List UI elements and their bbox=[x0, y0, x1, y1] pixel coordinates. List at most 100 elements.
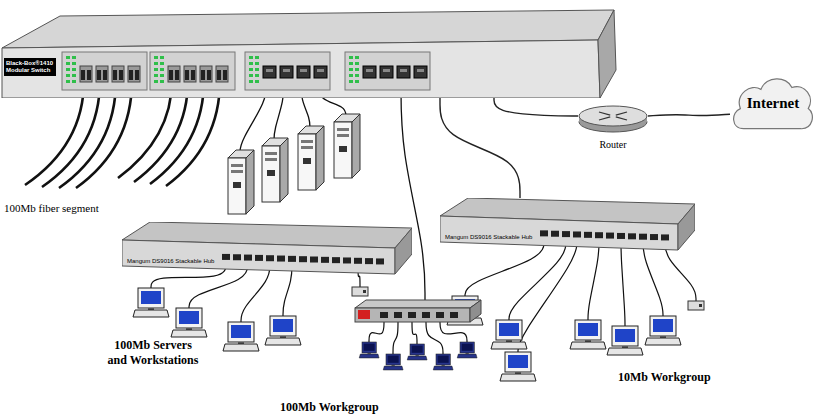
status-led bbox=[255, 56, 259, 59]
computer-base bbox=[133, 310, 169, 317]
status-led bbox=[66, 74, 70, 77]
status-led bbox=[72, 80, 76, 83]
monitor-case bbox=[650, 316, 676, 336]
status-led bbox=[160, 62, 164, 65]
workstation-icon bbox=[457, 342, 477, 358]
workstation-icon bbox=[133, 288, 169, 317]
group-label: 100Mb fiber segment bbox=[4, 202, 99, 216]
status-led bbox=[249, 62, 253, 65]
switch-module bbox=[245, 52, 330, 90]
drive-bay bbox=[301, 140, 313, 143]
monitor-case bbox=[270, 316, 296, 336]
computer-base bbox=[570, 342, 606, 349]
monitor-case bbox=[575, 320, 601, 340]
hub-port bbox=[661, 234, 669, 240]
power-panel bbox=[339, 146, 347, 152]
hub-port bbox=[365, 258, 373, 264]
status-led bbox=[355, 74, 359, 77]
workstation-icon bbox=[607, 326, 643, 355]
status-led bbox=[160, 74, 164, 77]
internet-cloud: Internet bbox=[730, 72, 816, 136]
hub-outline bbox=[122, 222, 412, 278]
server-tower bbox=[334, 114, 360, 178]
monitor-case bbox=[228, 322, 254, 342]
monitor-case bbox=[612, 326, 638, 346]
monitor-case bbox=[460, 342, 474, 353]
hub-front bbox=[440, 216, 678, 250]
computer-base bbox=[407, 356, 427, 360]
computer-base bbox=[223, 344, 259, 351]
computer-base bbox=[500, 374, 536, 381]
rj45-port bbox=[297, 66, 310, 78]
status-led bbox=[154, 80, 158, 83]
network-cable bbox=[588, 240, 599, 321]
status-led bbox=[255, 74, 259, 77]
status-led bbox=[355, 68, 359, 71]
rj45-contact bbox=[266, 69, 273, 72]
router-arrow bbox=[599, 117, 610, 120]
switch-port bbox=[422, 312, 430, 318]
computer-base bbox=[607, 348, 643, 355]
network-cable bbox=[518, 240, 577, 353]
fiber-port bbox=[128, 66, 140, 82]
device-led bbox=[699, 304, 702, 307]
switch-module bbox=[345, 52, 430, 90]
rj45-contact bbox=[300, 69, 307, 72]
fiber-plug bbox=[119, 70, 123, 80]
hub-port bbox=[299, 256, 307, 262]
monitor-screen bbox=[462, 344, 473, 351]
computer-base bbox=[359, 354, 379, 358]
fiber-plug bbox=[129, 70, 133, 80]
drive-bay bbox=[301, 146, 313, 149]
hub-port bbox=[354, 258, 362, 264]
server-tower bbox=[298, 126, 324, 190]
transceiver-device bbox=[688, 301, 704, 310]
hub-port bbox=[310, 257, 318, 263]
group-label: 100Mb Servers and Workstations bbox=[105, 338, 201, 368]
stackable-hub-label: Mangum DS9016 Stackable Hub bbox=[445, 234, 532, 241]
server-side bbox=[280, 138, 288, 202]
server-side bbox=[246, 150, 254, 214]
monitor-screen bbox=[388, 356, 399, 363]
rj45-port bbox=[263, 66, 276, 78]
drive-bay bbox=[231, 164, 243, 167]
status-led bbox=[355, 56, 359, 59]
hub-port bbox=[551, 231, 559, 237]
workstation-icon bbox=[500, 352, 536, 381]
hub-port bbox=[606, 233, 614, 239]
status-led bbox=[349, 56, 353, 59]
hub-port bbox=[617, 233, 625, 239]
label-anchor: 10Mb Workgroup bbox=[618, 367, 711, 385]
router-arrow bbox=[616, 112, 627, 115]
hub-port bbox=[650, 234, 658, 240]
router-label: Router bbox=[599, 139, 626, 151]
hub-port bbox=[540, 230, 548, 236]
fiber-port bbox=[96, 66, 108, 82]
modular-switch: Black-Box®1410 Modular Switch bbox=[0, 8, 618, 98]
fiber-port bbox=[184, 66, 196, 82]
status-led bbox=[255, 80, 259, 83]
server-tower bbox=[262, 138, 288, 202]
hub-port bbox=[332, 257, 340, 263]
switch-front bbox=[355, 308, 470, 322]
switch-side bbox=[470, 300, 481, 322]
monitor-case bbox=[505, 352, 531, 372]
drive-bay bbox=[265, 152, 277, 155]
switch-port bbox=[394, 312, 402, 318]
computer-base bbox=[491, 342, 527, 349]
hub-port bbox=[639, 234, 647, 240]
monitor-screen bbox=[578, 323, 598, 336]
fiber-plug bbox=[223, 70, 227, 80]
fiber-plug bbox=[175, 70, 179, 80]
hub-port bbox=[321, 257, 329, 263]
transceiver-device bbox=[352, 287, 368, 296]
hub-front bbox=[122, 240, 395, 274]
network-cable bbox=[509, 240, 566, 321]
network-cable bbox=[643, 240, 663, 317]
modular-switch-label: Black-Box®1410 Modular Switch bbox=[4, 58, 56, 76]
status-led bbox=[349, 80, 353, 83]
server-front bbox=[334, 122, 352, 178]
fiber-plug bbox=[81, 70, 85, 80]
monitor-case bbox=[362, 342, 376, 353]
fiber-port bbox=[168, 66, 180, 82]
